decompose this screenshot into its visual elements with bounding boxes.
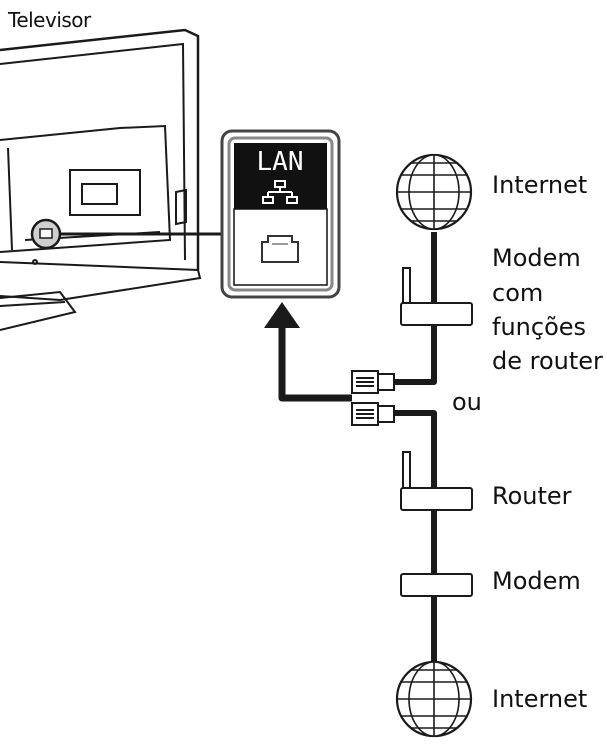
- internet-label-top: Internet: [492, 171, 588, 199]
- ethernet-port-icon: [261, 235, 299, 263]
- arrow-up-icon: [264, 302, 300, 328]
- rj45-plug-icon: [351, 370, 395, 394]
- router-device: [400, 451, 473, 511]
- modem-router-label-line4: de router: [492, 347, 603, 375]
- lan-port-panel: [220, 129, 341, 299]
- cable-modem-router: [394, 232, 437, 385]
- internet-label-bottom: Internet: [492, 685, 588, 713]
- lan-port-label: LAN: [257, 147, 304, 177]
- network-icon: [262, 180, 298, 204]
- cable-router-modem: [394, 410, 437, 665]
- modem-router-device: [400, 267, 473, 326]
- modem-router-label-line1: Modem: [492, 244, 581, 272]
- cable-to-tv: [278, 324, 352, 402]
- tv-illustration: [0, 28, 202, 331]
- modem-label: Modem: [492, 567, 581, 595]
- rj45-plug-icon-2: [351, 402, 395, 426]
- tv-label: Televisor: [8, 8, 91, 32]
- or-label: ou: [452, 388, 482, 416]
- modem-device: [400, 573, 473, 597]
- router-label: Router: [492, 482, 572, 510]
- modem-router-label-line3: funções: [492, 313, 587, 341]
- globe-icon-bottom: [395, 660, 473, 738]
- tv-lan-port-callout: [30, 218, 228, 250]
- modem-router-label-line2: com: [492, 279, 544, 307]
- globe-icon: [395, 153, 473, 231]
